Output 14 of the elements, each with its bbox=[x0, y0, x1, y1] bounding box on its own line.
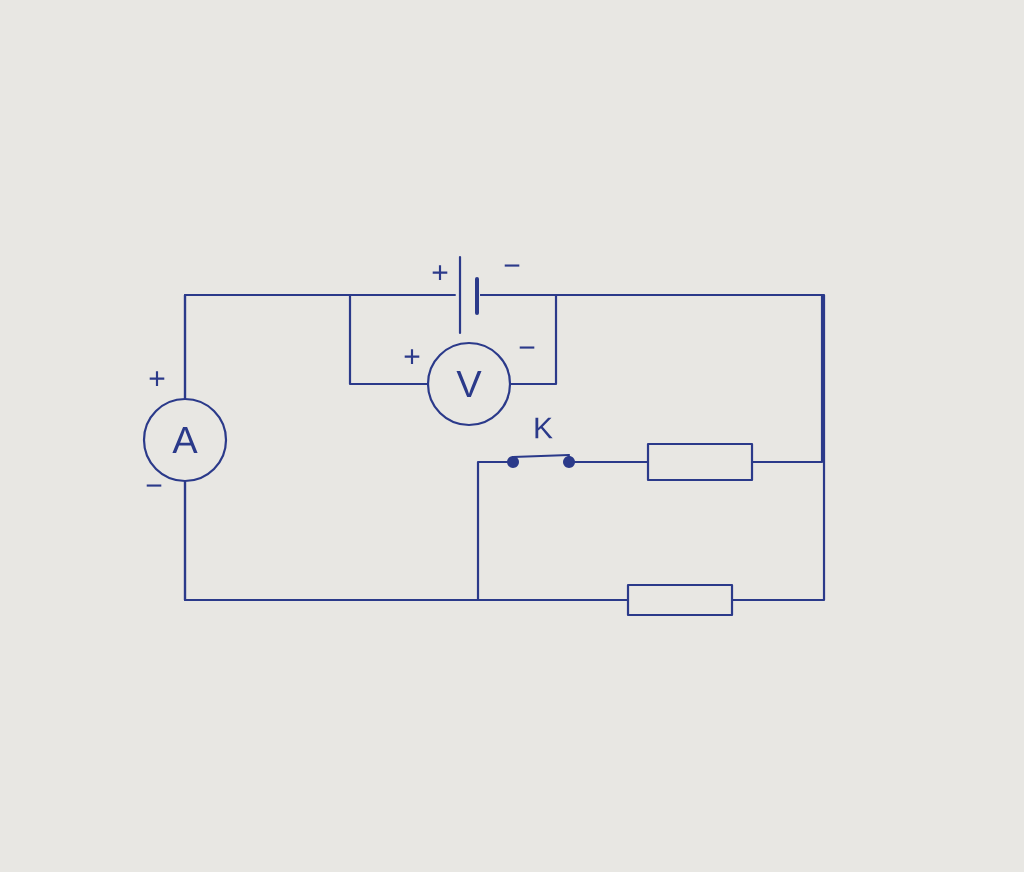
polarity-sign: − bbox=[519, 346, 535, 349]
switch-label: K bbox=[535, 417, 553, 439]
polarity-sign: − bbox=[146, 484, 162, 487]
polarity-sign: + bbox=[432, 265, 448, 280]
resistor-symbol bbox=[646, 442, 754, 482]
polarity-sign: − bbox=[504, 264, 520, 267]
wire bbox=[183, 481, 628, 602]
wire bbox=[480, 293, 826, 602]
polarity-sign: + bbox=[149, 371, 165, 387]
polarity-sign: + bbox=[404, 349, 420, 365]
wire bbox=[573, 460, 648, 464]
switch-symbol bbox=[507, 453, 575, 468]
battery-symbol bbox=[458, 255, 479, 335]
resistor-symbol bbox=[626, 583, 734, 617]
